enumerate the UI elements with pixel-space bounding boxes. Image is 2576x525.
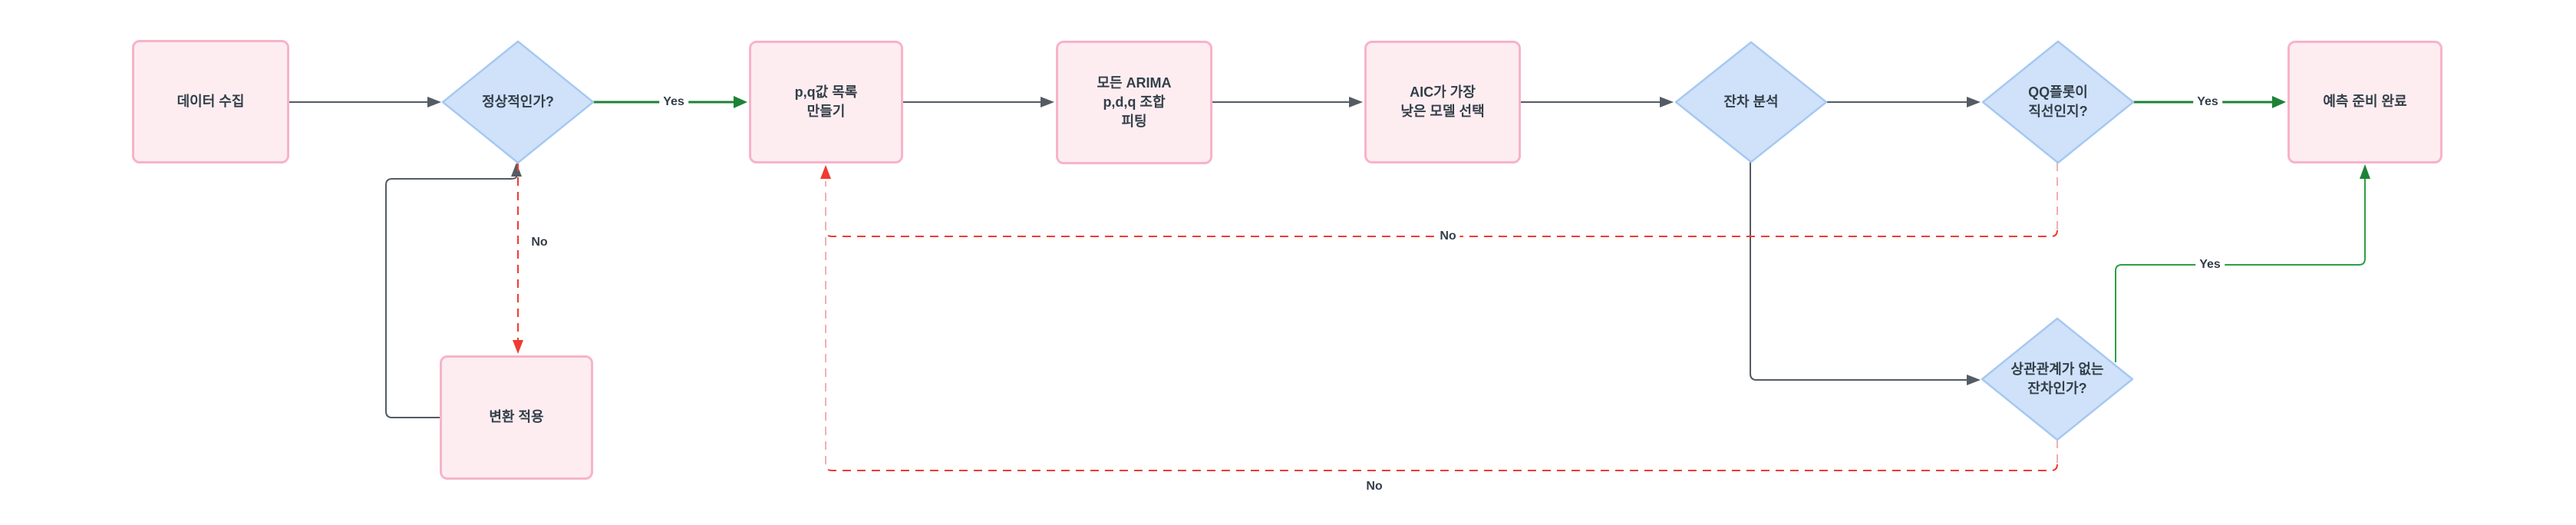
node-select-lowest-aic: AIC가 가장 낮은 모델 선택	[1364, 41, 1521, 163]
edge-label-no-stationary: No	[531, 236, 548, 249]
edge-label-yes-qq: Yes	[2193, 95, 2222, 109]
edge-aic-to-residual	[1521, 97, 1674, 107]
diamond-is-stationary	[441, 40, 595, 164]
edge-fitarima-to-aic	[1212, 97, 1363, 107]
edge-residual-to-qq	[1826, 97, 1981, 107]
label-qq-plot: QQ플롯이 직선인지?	[2028, 84, 2088, 119]
node-forecast-ready: 예측 준비 완료	[2287, 41, 2442, 163]
edge-datacollection-to-stationary	[289, 97, 441, 107]
label-residual-analysis: 잔차 분석	[1723, 94, 1779, 110]
edge-label-yes-uncorrelated: Yes	[2195, 258, 2225, 272]
edge-pqlist-to-fitarima	[903, 97, 1054, 107]
edge-no-uncorrelated-to-pqlist	[825, 236, 2058, 471]
label-is-stationary: 정상적인가?	[482, 94, 554, 110]
edge-yes-uncorrelated-to-ready	[2115, 164, 2370, 362]
edge-residual-to-uncorrelated	[1750, 162, 1981, 385]
edge-transform-to-stationary-loop	[385, 163, 522, 418]
diamond-qq-plot	[1981, 40, 2135, 164]
edge-no-qq-to-pqlist	[820, 163, 2058, 237]
node-pq-list: p,q값 목록 만들기	[749, 41, 903, 163]
node-fit-all-arima: 모든 ARIMA p,d,q 조합 피팅	[1056, 41, 1212, 164]
edge-label-yes-stationary: Yes	[659, 95, 688, 109]
label-uncorrelated-residuals: 상관관계가 없는 잔차인가?	[2010, 361, 2104, 396]
node-data-collection: 데이터 수집	[132, 40, 289, 163]
edge-label-no-qq: No	[1436, 229, 1460, 243]
diamond-uncorrelated-residuals	[1981, 317, 2134, 441]
edge-no-stationary-to-transform	[513, 163, 523, 354]
node-apply-transform: 변환 적용	[440, 355, 593, 480]
edge-label-no-uncorrelated: No	[1366, 480, 1383, 493]
diamond-residual-analysis	[1674, 41, 1828, 163]
